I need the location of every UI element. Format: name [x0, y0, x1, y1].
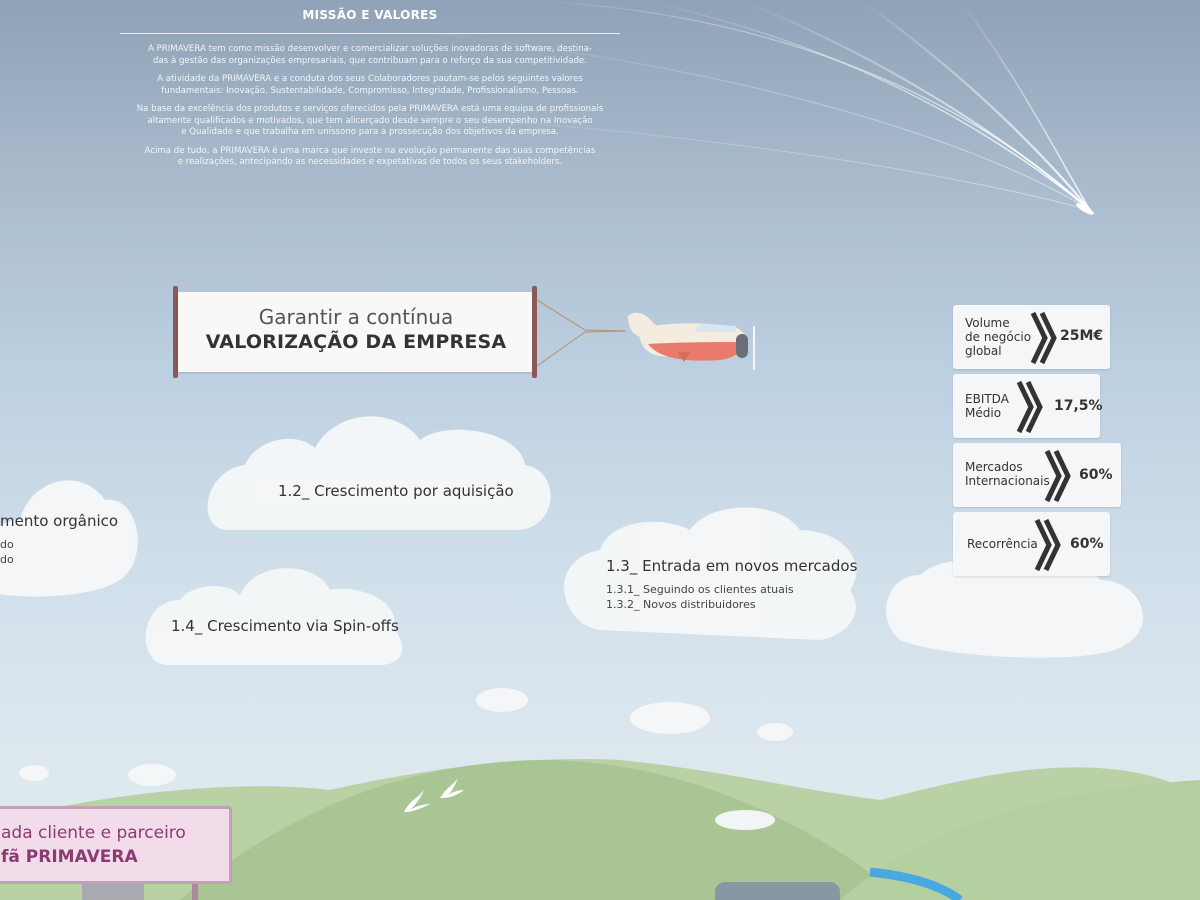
mission-paragraph: A PRIMAVERA tem como missão desenvolver …: [120, 44, 620, 67]
partner-sign: ada cliente e parceiro fã PRIMAVERA: [0, 806, 232, 884]
chevron-right-icon: [1044, 449, 1071, 503]
center-hill: [180, 760, 880, 900]
stat-value: 60%: [1070, 536, 1104, 552]
river: [869, 867, 963, 900]
cloud-markets-sub: 1.3.1_ Seguindo os clientes atuais 1.3.2_…: [606, 582, 794, 612]
cloud-spinoffs-title: 1.4_ Crescimento via Spin-offs: [171, 617, 399, 635]
mission-divider: [120, 33, 620, 34]
chevron-right-icon: [1034, 518, 1061, 572]
small-cloud: [476, 688, 528, 712]
small-cloud: [128, 764, 176, 786]
sign-base: [82, 882, 144, 900]
stat-label-1: Mercados: [965, 460, 1023, 474]
stat-label-1: EBITDA: [965, 392, 1009, 406]
sign-post: [192, 878, 198, 900]
brand-text: Acima de tudo, a PRIMAVERA é uma marca q…: [144, 145, 596, 156]
tow-ropes: [536, 300, 627, 367]
chevron-right-icon: [1016, 380, 1043, 434]
chevron-right-icon: [1030, 311, 1057, 365]
airplane-graphic: [536, 300, 755, 370]
sign-line-1: ada cliente e parceiro: [1, 823, 186, 843]
airplane-windows: [696, 324, 736, 332]
airplane-stripe: [648, 342, 743, 361]
values-text: fundamentais: Inovação, Sustentabilidade…: [161, 85, 579, 96]
right-hill: [840, 780, 1200, 900]
banner-pole-left: [173, 286, 178, 378]
comet-head: [1076, 203, 1094, 215]
organic-sub-1: do: [0, 538, 14, 551]
cloud-markets-title: 1.3_ Entrada em novos mercados: [606, 557, 858, 575]
mission-title: MISSÃO E VALORES: [302, 8, 438, 22]
building-roof: [715, 882, 840, 900]
team-text: Na base da excelência dos produtos e ser…: [136, 104, 604, 114]
values-text: A atividade da PRIMAVERA e a conduta dos…: [157, 74, 583, 84]
stat-label-2: Internacionais: [965, 474, 1050, 488]
markets-sub-1: 1.3.1_ Seguindo os clientes atuais: [606, 583, 794, 596]
cloud-organic-sub: do do: [0, 537, 14, 567]
small-cloud: [19, 765, 49, 781]
stat-label-2: Médio: [965, 406, 1002, 420]
cloud-spinoffs: [145, 568, 403, 665]
mission-text: das à gestão das organizações empresaria…: [153, 55, 587, 66]
team-text: e Qualidade e que trabalha em uníssono p…: [181, 127, 559, 137]
stat-value: 25M€: [1060, 328, 1104, 344]
comet-streak-graphic: [299, 0, 1094, 215]
airplane-wing: [678, 352, 690, 362]
stat-value: 60%: [1079, 467, 1113, 483]
small-cloud: [715, 810, 775, 830]
cloud-organic-title: mento orgânico: [0, 512, 119, 530]
cloud-acquisition: [207, 416, 551, 530]
small-cloud: [757, 723, 793, 741]
cloud-markets: [564, 507, 857, 640]
sign-line-2: fã PRIMAVERA: [1, 847, 138, 867]
cloud-stats: [886, 557, 1144, 658]
brand-text: e realizações, antecipando as necessidad…: [177, 157, 563, 167]
bird-icon: [440, 778, 464, 798]
team-paragraph: Na base da excelência dos produtos e ser…: [120, 104, 620, 139]
stat-value: 17,5%: [1054, 398, 1103, 414]
banner-pole-right: [532, 286, 537, 378]
mission-section: MISSÃO E VALORES A PRIMAVERA tem como mi…: [120, 0, 620, 176]
slogan-banner: Garantir a contínua VALORIZAÇÃO DA EMPRE…: [178, 292, 534, 372]
markets-sub-2: 1.3.2_ Novos distribuidores: [606, 598, 756, 611]
banner-line-2: VALORIZAÇÃO DA EMPRESA: [205, 331, 507, 353]
stat-label: Recorrência: [967, 537, 1038, 551]
propeller: [753, 326, 755, 370]
bird-icon: [404, 790, 430, 812]
stat-recurrence: Recorrência 60%: [953, 512, 1110, 576]
stat-label-1: Volume: [965, 316, 1010, 330]
stat-label-2: de negócio: [965, 330, 1032, 344]
organic-sub-2: do: [0, 553, 14, 566]
brand-paragraph: Acima de tudo, a PRIMAVERA é uma marca q…: [120, 146, 620, 169]
team-text: altamente qualificados e motivados, que …: [147, 115, 593, 126]
values-paragraph: A atividade da PRIMAVERA e a conduta dos…: [120, 74, 620, 97]
cloud-organic: [0, 480, 138, 597]
stat-label-3: global: [965, 344, 1002, 358]
mission-text: A PRIMAVERA tem como missão desenvolver …: [147, 44, 593, 54]
cloud-acquisition-title: 1.2_ Crescimento por aquisição: [278, 482, 514, 500]
banner-line-1: Garantir a contínua: [258, 305, 454, 329]
small-cloud: [630, 702, 710, 734]
airplane-nose: [736, 334, 748, 358]
